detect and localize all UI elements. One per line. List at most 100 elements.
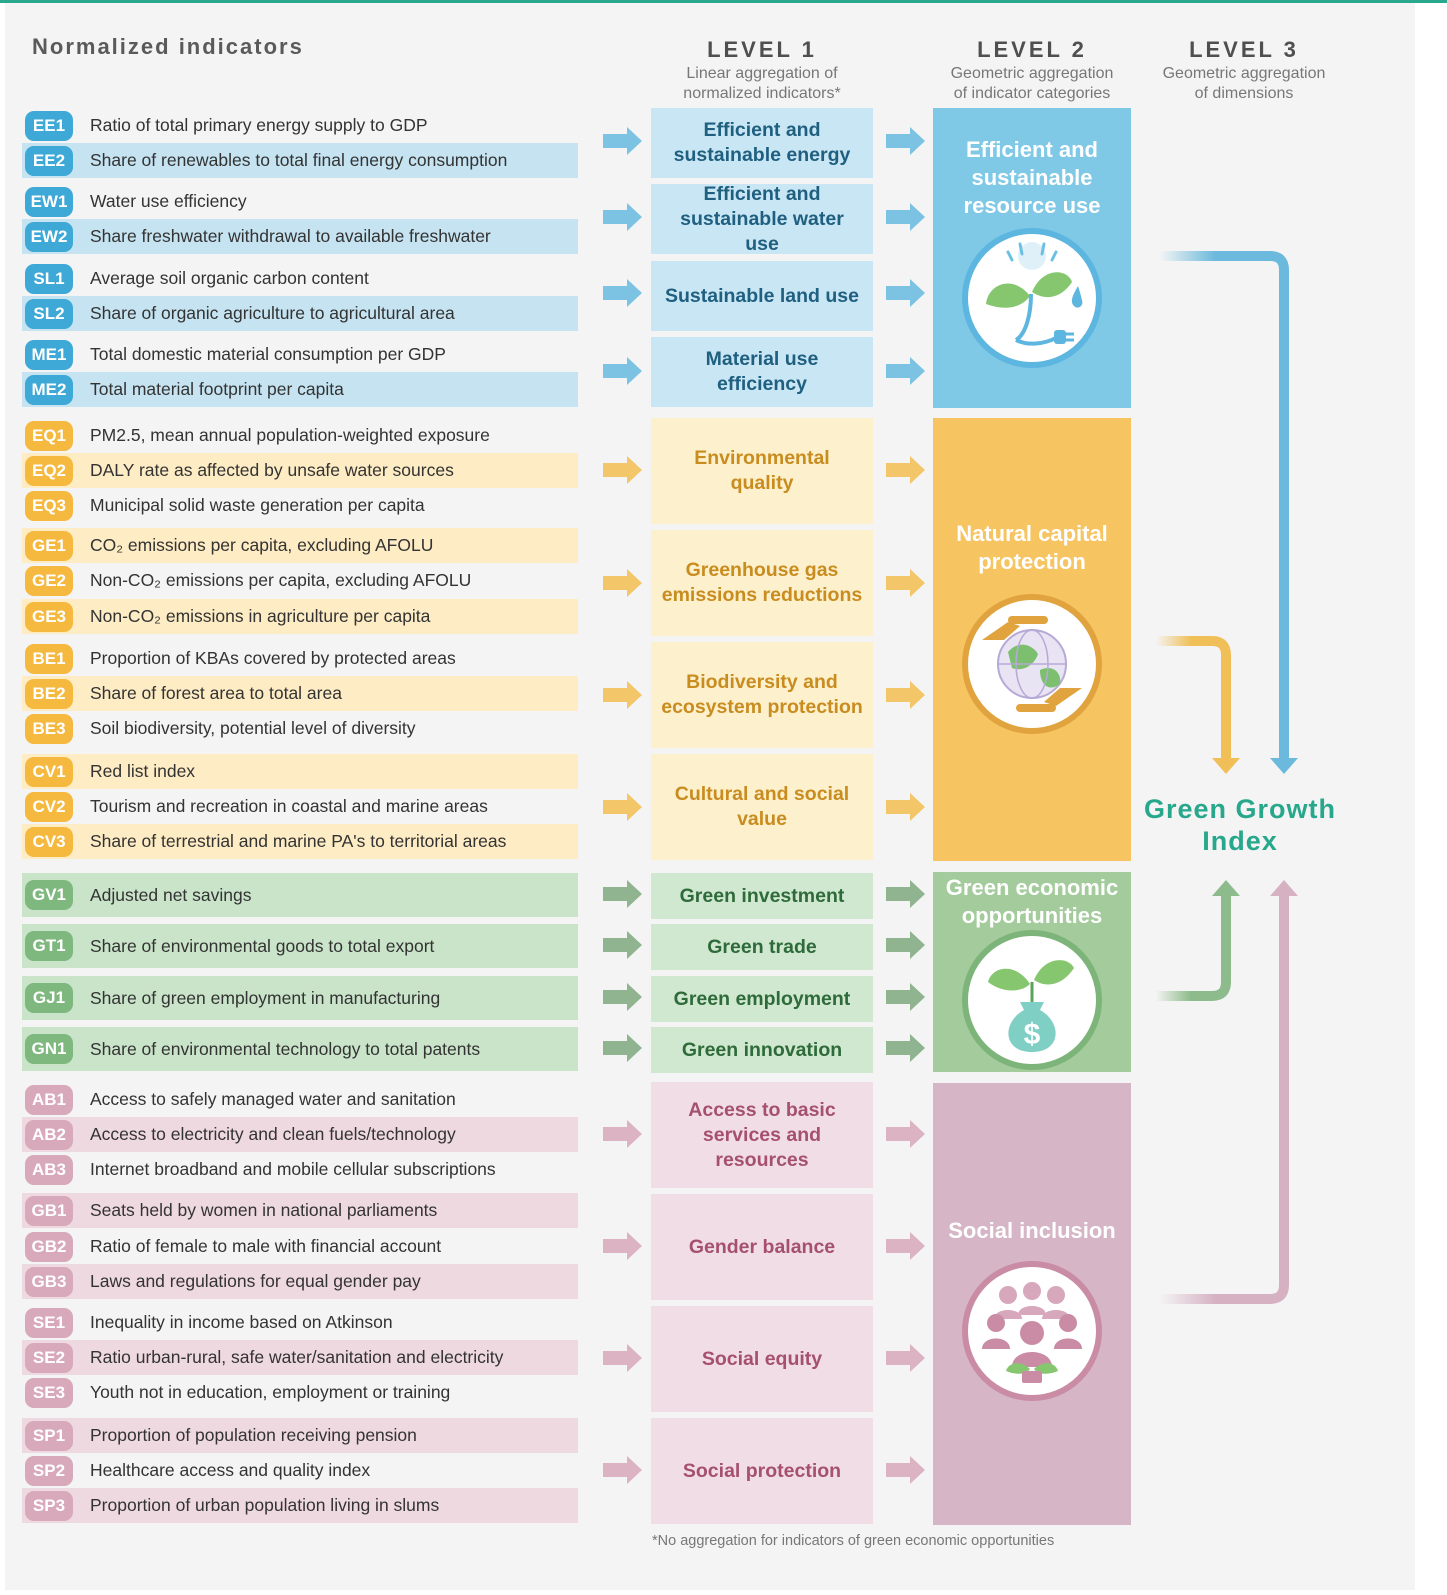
arrow-to-level2 [886, 456, 925, 484]
indicator-code-badge: SL1 [25, 263, 73, 294]
arrow-to-level2 [886, 203, 925, 231]
indicator-label: Non-CO₂ emissions in agriculture per cap… [90, 606, 431, 626]
indicator-code-badge: EW1 [25, 186, 73, 217]
level1-category-box: Greenhouse gas emissions reductions [651, 530, 873, 636]
arrow-to-level1 [603, 1034, 642, 1062]
indicator-label: CO₂ emissions per capita, excluding AFOL… [90, 535, 434, 555]
indicator-code-badge: GE2 [25, 565, 73, 596]
arrow-to-level1 [603, 1344, 642, 1372]
indicator-label: Healthcare access and quality index [90, 1460, 371, 1480]
indicator-code-badge: GV1 [25, 880, 73, 910]
indicator-code-badge: GE1 [25, 530, 73, 561]
arrow-to-level1 [603, 793, 642, 821]
indicator-code-badge: GJ1 [25, 983, 73, 1013]
indicator-label: Tourism and recreation in coastal and ma… [90, 796, 488, 816]
indicator-label: Proportion of KBAs covered by protected … [90, 648, 456, 668]
indicator-label: PM2.5, mean annual population-weighted e… [90, 425, 490, 445]
indicator-label: Total material footprint per capita [90, 379, 344, 399]
indicator-label: Share freshwater withdrawal to available… [90, 226, 491, 246]
arrow-to-level1 [603, 456, 642, 484]
indicator-label: Share of forest area to total area [90, 683, 342, 703]
indicator-label: Average soil organic carbon content [90, 268, 369, 288]
arrow-to-level2 [886, 1034, 925, 1062]
arrow-to-level2 [886, 1344, 925, 1372]
indicator-code-badge: BE1 [25, 643, 73, 674]
arrow-to-level1 [603, 569, 642, 597]
level3-title: LEVEL 3 [1189, 37, 1299, 62]
dimension-social-inclusion: Social inclusion [933, 1083, 1131, 1525]
indicator-label: Municipal solid waste generation per cap… [90, 495, 425, 515]
indicator-code-badge: AB1 [25, 1084, 73, 1115]
indicator-code-badge: SE1 [25, 1307, 73, 1338]
indicator-code-badge: SE2 [25, 1342, 73, 1373]
level1-category-box: Material use efficiency [651, 337, 873, 407]
indicator-label: Non-CO₂ emissions per capita, excluding … [90, 570, 472, 590]
arrow-to-level2 [886, 127, 925, 155]
ggi-label-line1: Green Growth [1143, 794, 1337, 824]
arrow-to-level2 [886, 1120, 925, 1148]
indicator-code-badge: BE3 [25, 713, 73, 744]
indicator-row: GE1 CO₂ emissions per capita, excluding A… [22, 528, 578, 563]
level1-category-box: Green investment [651, 873, 873, 919]
indicator-row: GE2 Non-CO₂ emissions per capita, excludi… [22, 563, 578, 598]
arrow-to-level2 [886, 357, 925, 385]
indicator-row: ME2 Total material footprint per capita [22, 372, 578, 407]
indicator-label: Share of organic agriculture to agricult… [90, 303, 455, 323]
arrow-to-level2 [886, 931, 925, 959]
indicator-code-badge: CV3 [25, 826, 73, 857]
dimension-natural-capital: Natural capital protection [933, 418, 1131, 861]
indicator-code-badge: SP2 [25, 1455, 73, 1486]
indicator-label: Water use efficiency [90, 191, 247, 211]
indicator-label: Adjusted net savings [90, 885, 252, 905]
people-group-icon [962, 1261, 1102, 1401]
ggi-label-line2: Index [1202, 826, 1278, 856]
indicator-row: SL1 Average soil organic carbon content [22, 261, 578, 296]
arrow-to-level1 [603, 880, 642, 908]
indicator-label: Seats held by women in national parliame… [90, 1200, 438, 1220]
indicator-code-badge: ME2 [25, 374, 73, 405]
arrowhead-natural-capital [1212, 758, 1240, 774]
indicator-label: DALY rate as affected by unsafe water so… [90, 460, 454, 480]
level1-category-box: Green trade [651, 924, 873, 970]
indicator-label: Total domestic material consumption per … [90, 344, 446, 364]
level3-subtitle-line2: of dimensions [1194, 85, 1294, 102]
level1-category-box: Cultural and social value [651, 754, 873, 860]
indicator-label: Proportion of population receiving pensi… [90, 1425, 417, 1445]
dimension-green-economy: Green economic opportunities $ [933, 872, 1131, 1072]
arrow-to-level2 [886, 1456, 925, 1484]
arrow-to-level2 [886, 681, 925, 709]
dimension-title: Social inclusion [948, 1218, 1116, 1243]
top-accent-line [0, 0, 1447, 3]
level2-header: LEVEL 2 Geometric aggregation of indicat… [922, 36, 1142, 104]
arrow-to-level1 [603, 681, 642, 709]
indicator-row: EW1 Water use efficiency [22, 184, 578, 219]
arrow-to-level1 [603, 1120, 642, 1148]
indicator-code-badge: EQ1 [25, 420, 73, 451]
indicator-code-badge: GB2 [25, 1231, 73, 1262]
indicator-code-badge: SP3 [25, 1490, 73, 1521]
indicator-code-badge: SE3 [25, 1377, 73, 1408]
level1-category-box: Efficient and sustainable water use [651, 183, 873, 255]
globe-hands-icon [962, 594, 1102, 734]
indicator-label: Share of renewables to total final energ… [90, 150, 508, 170]
plant-plug-icon [962, 228, 1102, 368]
indicator-label: Laws and regulations for equal gender pa… [90, 1271, 421, 1291]
level1-category-box: Social protection [651, 1418, 873, 1524]
arrow-to-level1 [603, 1232, 642, 1260]
level1-subtitle-line1: Linear aggregation of [686, 65, 838, 82]
